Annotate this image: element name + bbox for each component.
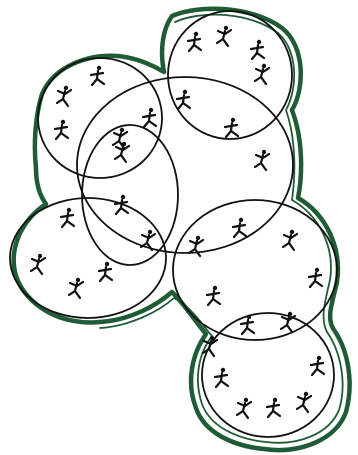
stick-figure-icon (143, 108, 156, 127)
stick-figure-icon (233, 218, 246, 237)
stick-figure-icon (177, 90, 190, 109)
stick-figure-icon (255, 150, 269, 170)
stick-figure-icon (297, 392, 311, 412)
stick-figure-icon (188, 32, 201, 51)
stick-figure-icon (251, 40, 264, 59)
left-group (10, 198, 166, 318)
stick-figure-icon (91, 66, 104, 85)
stick-figure-icon (61, 208, 74, 227)
stick-figure-icon (215, 368, 228, 387)
stick-figure-icon (309, 268, 322, 287)
stick-figure-icon (283, 230, 297, 250)
stick-figure-icon (237, 398, 251, 418)
stick-figure-icon (99, 262, 112, 281)
stick-figure-icon (115, 195, 128, 214)
stick-figure-icon (255, 64, 269, 84)
figures-layer (31, 26, 324, 418)
stick-figure-icon (225, 118, 238, 137)
stick-figure-icon (115, 142, 129, 162)
stick-figure-icon (55, 120, 68, 139)
stick-figure-icon (31, 254, 45, 274)
outer-boundary (14, 9, 350, 450)
stick-figure-icon (207, 286, 220, 305)
stick-figure-icon (217, 26, 231, 46)
stick-figure-icon (69, 278, 83, 298)
stick-figure-icon (57, 86, 71, 106)
stick-figure-icon (311, 356, 324, 375)
stick-figure-icon (267, 398, 280, 417)
right-large-group (173, 200, 337, 340)
